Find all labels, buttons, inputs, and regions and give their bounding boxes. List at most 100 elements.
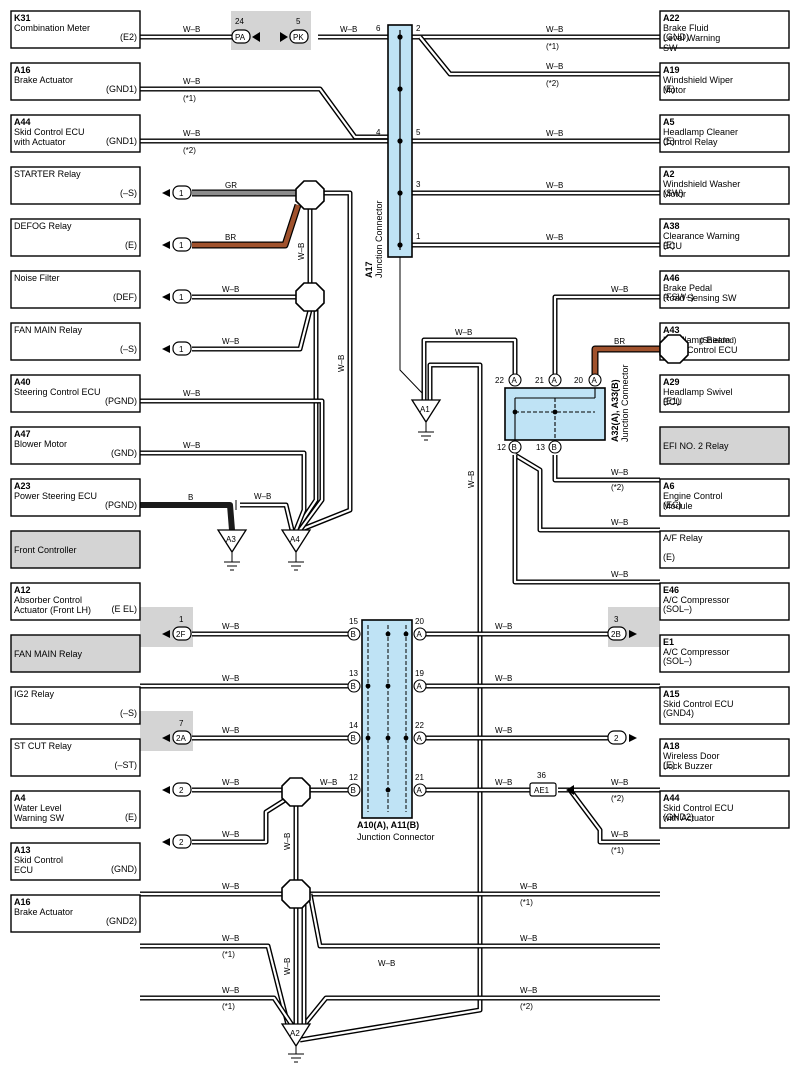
- ground-a2: A2: [280, 1023, 312, 1063]
- a17-pin-5: 5: [416, 128, 421, 137]
- note-2: (*2): [611, 794, 624, 803]
- wire-label: W–B: [495, 726, 512, 735]
- wire-label: W–B: [222, 986, 239, 995]
- wire-label: W–B: [611, 285, 628, 294]
- note-1: (*1): [611, 846, 624, 855]
- component-pin: (–S): [120, 188, 137, 198]
- component-name: ECU: [14, 865, 33, 875]
- ground-a2-label: A2: [290, 1029, 300, 1038]
- wire-label: W–B: [283, 958, 292, 975]
- note-1: (*1): [222, 950, 235, 959]
- component-name: Headlamp Cleaner: [663, 127, 738, 137]
- a32-pin-20: 20: [574, 376, 583, 385]
- splice-points: [281, 180, 689, 909]
- plug-noise: 1: [179, 293, 184, 302]
- component-name: Motor: [663, 85, 686, 95]
- note-2: (*2): [520, 1002, 533, 1011]
- wire-label: W–B: [183, 441, 200, 450]
- a32-pin-b1: B: [512, 443, 517, 452]
- a11-pin-b15: B: [351, 630, 356, 639]
- splice-2: [295, 282, 325, 312]
- wire-label: W–B: [222, 622, 239, 631]
- wire-label: W–B: [222, 778, 239, 787]
- component-pin: (PGND): [105, 500, 137, 510]
- wire-label: W–B: [546, 25, 563, 34]
- component-code: A43: [663, 325, 680, 335]
- wire-label-br: BR: [225, 233, 236, 242]
- component-name: Clearance Warning: [663, 231, 740, 241]
- component-code: A18: [663, 741, 680, 751]
- wire-label: W–B: [283, 833, 292, 850]
- wire-label: W–B: [222, 674, 239, 683]
- component-name: Brake Actuator: [14, 907, 73, 917]
- component-pin: (E): [663, 240, 675, 250]
- component-name: Control Relay: [663, 137, 718, 147]
- wire-label: W–B: [520, 882, 537, 891]
- component-name: Lock Buzzer: [663, 761, 713, 771]
- note-1: (*1): [183, 94, 196, 103]
- component-pin: (E): [663, 552, 675, 562]
- wire-label-br2: BR: [614, 337, 625, 346]
- note-2: (*2): [611, 483, 624, 492]
- wire-label: W–B: [222, 285, 239, 294]
- wire-label: W–B: [320, 778, 337, 787]
- component-name: A/C Compressor: [663, 595, 730, 605]
- plug-fanmain: 1: [179, 345, 184, 354]
- a17-pin-2: 2: [416, 24, 421, 33]
- plug-defog: 1: [179, 241, 184, 250]
- wire-label: W–B: [222, 830, 239, 839]
- wire-label: W–B: [520, 934, 537, 943]
- plug-starter: 1: [179, 189, 184, 198]
- note-1: (*1): [222, 1002, 235, 1011]
- a17-pin-1: 1: [416, 232, 421, 241]
- plug-pa: PA: [235, 33, 246, 42]
- component-name: FAN MAIN Relay: [14, 325, 83, 335]
- wire-label-gr: GR: [225, 181, 237, 190]
- wire-label: W–B: [495, 674, 512, 683]
- left-component-fan-main-relay: FAN MAIN Relay: [10, 634, 141, 673]
- a32-pin-22: 22: [495, 376, 504, 385]
- wire-label: W–B: [611, 570, 628, 579]
- component-code: A15: [663, 689, 680, 699]
- component-code: K31: [14, 13, 31, 23]
- wire-label: W–B: [546, 233, 563, 242]
- plug-2b: 2B: [611, 630, 621, 639]
- a17-pin-3: 3: [416, 180, 421, 189]
- component-pin: (E): [663, 760, 675, 770]
- component-name: SW: [663, 43, 678, 53]
- wire-label: W–B: [455, 328, 472, 337]
- component-name: Skid Control ECU: [663, 803, 734, 813]
- wire-label: W–B: [611, 518, 628, 527]
- a17-label: Junction Connector: [374, 200, 384, 278]
- wire-label: W–B: [378, 959, 395, 968]
- left-component-noise-filter: Noise Filter(DEF): [10, 270, 141, 309]
- a32-pin-12: 12: [497, 443, 506, 452]
- component-name: Brake Fluid: [663, 23, 709, 33]
- inline-connectors: PA PK 24 5 1 1 1 1 2F 1 2A 7 2 2 2B 3 2 …: [162, 17, 637, 849]
- component-pin: (SOL–): [663, 604, 692, 614]
- ground-a1: A1: [410, 399, 442, 441]
- component-name: Absorber Control: [14, 595, 82, 605]
- plug-ae1: AE1: [534, 786, 550, 795]
- component-name: Module: [663, 501, 693, 511]
- component-name: EFI NO. 2 Relay: [663, 441, 729, 451]
- component-name: Road Sensing SW: [663, 293, 737, 303]
- component-name: Noise Filter: [14, 273, 60, 283]
- right-component-efi-no-2-relay: EFI NO. 2 Relay: [659, 426, 790, 465]
- wire-label: W–B: [297, 243, 306, 260]
- note-2: (*2): [183, 146, 196, 155]
- component-name: Front Controller: [14, 545, 77, 555]
